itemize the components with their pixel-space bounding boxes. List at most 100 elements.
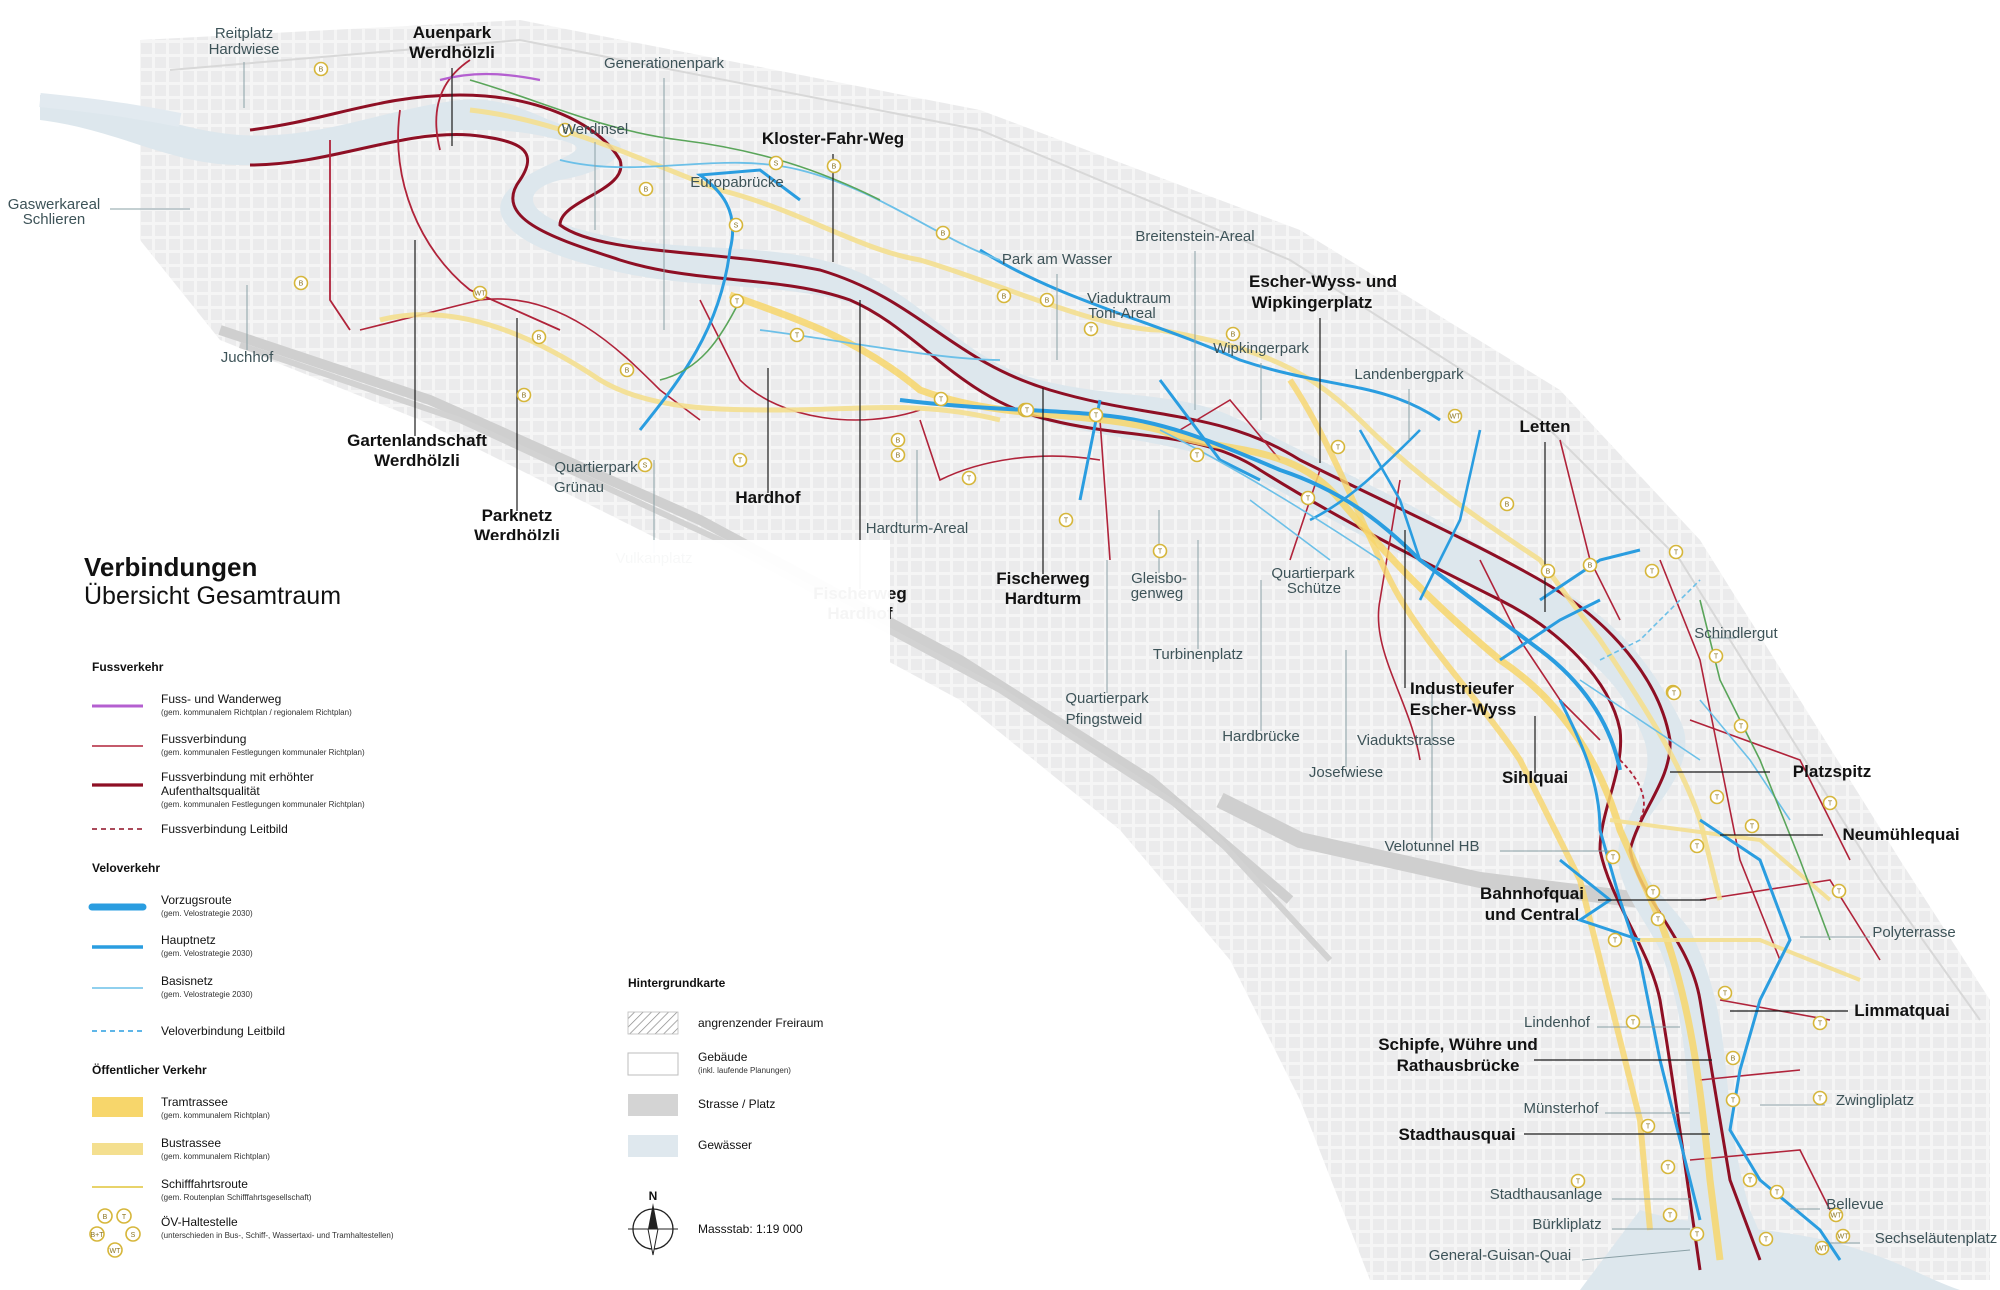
legend-fussverkehr: Fussverkehr Fuss- und Wanderweg (gem. ko… bbox=[92, 660, 365, 836]
place-label: Escher-Wyss bbox=[1410, 700, 1516, 719]
transit-stop-letter: T bbox=[1775, 1190, 1780, 1197]
transit-stop-letter: T bbox=[1089, 327, 1094, 334]
transit-stop-letter: T bbox=[735, 299, 740, 306]
place-label: Stadthausquai bbox=[1398, 1125, 1515, 1144]
transit-stop-letter: T bbox=[1025, 408, 1030, 415]
place-label: Zwingliplatz bbox=[1836, 1092, 1914, 1109]
place-labels-bold: AuenparkWerdhölzliKloster-Fahr-WegEscher… bbox=[347, 23, 1959, 1144]
transit-stop bbox=[1769, 1184, 1785, 1200]
transit-stop bbox=[1709, 789, 1725, 805]
transit-stop-letter: T bbox=[1837, 889, 1842, 896]
transit-stop-letter: T bbox=[1818, 1096, 1823, 1103]
transit-stop-letter: B bbox=[1731, 1056, 1736, 1063]
transit-stop bbox=[1744, 818, 1760, 834]
place-label: Europabrücke bbox=[690, 174, 783, 191]
transit-stop bbox=[1570, 1173, 1586, 1189]
transit-stop-letter: T bbox=[1764, 1237, 1769, 1244]
transit-stop bbox=[1152, 543, 1168, 559]
transit-stop-letter: T bbox=[738, 458, 743, 465]
place-label: Wipkingerpark bbox=[1213, 340, 1309, 357]
transit-stop-letter: B bbox=[1002, 294, 1007, 301]
transit-stop-letter: WT bbox=[1817, 1246, 1829, 1253]
place-label: Hardhof bbox=[735, 488, 801, 507]
place-label: Landenbergpark bbox=[1354, 366, 1464, 383]
place-label: Viaduktraum bbox=[1087, 290, 1171, 307]
transit-stop-letter: T bbox=[1094, 413, 1099, 420]
transit-stop-letter: T bbox=[1672, 691, 1677, 698]
svg-text:Fussverbindung: Fussverbindung bbox=[161, 732, 246, 746]
place-label: Generationenpark bbox=[604, 55, 725, 72]
transit-stop bbox=[1828, 1207, 1844, 1223]
transit-stop bbox=[1733, 718, 1749, 734]
transit-stop bbox=[1708, 648, 1724, 664]
transit-stop-letter: T bbox=[1666, 1165, 1671, 1172]
transit-stop-letter: T bbox=[1646, 1124, 1651, 1131]
place-label: Sihlquai bbox=[1502, 768, 1568, 787]
transit-stop bbox=[472, 285, 488, 301]
transit-stop bbox=[826, 158, 842, 174]
svg-text:(gem. kommunalem Richtplan / r: (gem. kommunalem Richtplan / regionalem … bbox=[161, 708, 352, 717]
svg-text:Aufenthaltsqualität: Aufenthaltsqualität bbox=[161, 784, 260, 798]
transit-stop-letter: WT bbox=[475, 291, 487, 298]
leader-lines-thin bbox=[110, 62, 1870, 1261]
transit-stop bbox=[1662, 1207, 1678, 1223]
transit-stop-letter: B bbox=[563, 128, 568, 135]
place-label: Lindenhof bbox=[1524, 1014, 1591, 1031]
transit-stop-letter: B bbox=[522, 393, 527, 400]
transit-stop-letter: B bbox=[941, 231, 946, 238]
transit-stop bbox=[557, 122, 573, 138]
svg-text:B+T: B+T bbox=[90, 1232, 104, 1239]
north-arrow: N bbox=[628, 1189, 678, 1256]
transit-stop-letter: B bbox=[896, 453, 901, 460]
svg-text:Fussverbindung Leitbild: Fussverbindung Leitbild bbox=[161, 822, 288, 836]
transit-stop bbox=[1725, 1092, 1741, 1108]
transit-stop bbox=[1742, 1172, 1758, 1188]
transit-stops: BBBSBSBBWTTBTBBTBBBTTTTBSTBTTTTTTWTBBBTT… bbox=[293, 61, 1851, 1256]
transit-stop-letter: T bbox=[795, 333, 800, 340]
svg-text:T: T bbox=[122, 1214, 127, 1221]
transit-stop bbox=[1607, 932, 1623, 948]
place-label: Schlieren bbox=[23, 211, 86, 228]
transit-stop-letter: B bbox=[1505, 502, 1510, 509]
transit-stop bbox=[293, 275, 309, 291]
transit-stop-letter: T bbox=[1158, 549, 1163, 556]
transit-stop bbox=[531, 329, 547, 345]
transit-stop-letter: T bbox=[1668, 1213, 1673, 1220]
transit-stop-letter: T bbox=[1064, 518, 1069, 525]
svg-text:(gem. kommunalen Festlegungen: (gem. kommunalen Festlegungen kommunaler… bbox=[161, 748, 365, 757]
place-label: Rathausbrücke bbox=[1397, 1056, 1520, 1075]
transit-stop bbox=[638, 181, 654, 197]
place-label: Werdinsel bbox=[562, 121, 628, 138]
svg-text:WT: WT bbox=[110, 1248, 122, 1255]
transit-stop-letter: T bbox=[1195, 453, 1200, 460]
transit-stop-letter: B bbox=[1588, 563, 1593, 570]
transit-stop bbox=[619, 362, 635, 378]
place-label: Hardturm-Areal bbox=[866, 520, 969, 537]
transit-stop-letter: T bbox=[1715, 795, 1720, 802]
transit-stop bbox=[1717, 985, 1733, 1001]
place-label: Quartierpark bbox=[1065, 690, 1149, 707]
place-label: Polyterrasse bbox=[1872, 924, 1955, 941]
transit-stop bbox=[1582, 557, 1598, 573]
place-label: Werdhölzli bbox=[374, 451, 460, 470]
transit-stop bbox=[1812, 1015, 1828, 1031]
transit-stop-letter: T bbox=[1611, 855, 1616, 862]
transit-stop bbox=[1660, 1159, 1676, 1175]
place-label: Escher-Wyss- und bbox=[1249, 272, 1397, 291]
transit-stop bbox=[1088, 407, 1104, 423]
transit-stop-letter: T bbox=[1828, 801, 1833, 808]
place-label: Schipfe, Wühre und bbox=[1378, 1035, 1538, 1054]
transit-stop bbox=[729, 293, 745, 309]
transit-stop bbox=[1605, 849, 1621, 865]
transit-stop bbox=[637, 457, 653, 473]
transit-stop bbox=[996, 288, 1012, 304]
transit-stop bbox=[732, 452, 748, 468]
place-label: Letten bbox=[1520, 417, 1571, 436]
transit-stop-letter: T bbox=[1576, 1179, 1581, 1186]
svg-text:Schifffahrtsroute: Schifffahrtsroute bbox=[161, 1177, 248, 1191]
transit-stop bbox=[1640, 1118, 1656, 1134]
transit-stop bbox=[1645, 884, 1661, 900]
fuss-wander-weg bbox=[439, 72, 541, 82]
transit-stop-letter: T bbox=[1695, 1232, 1700, 1239]
place-label: Gaswerkareal bbox=[8, 196, 101, 213]
